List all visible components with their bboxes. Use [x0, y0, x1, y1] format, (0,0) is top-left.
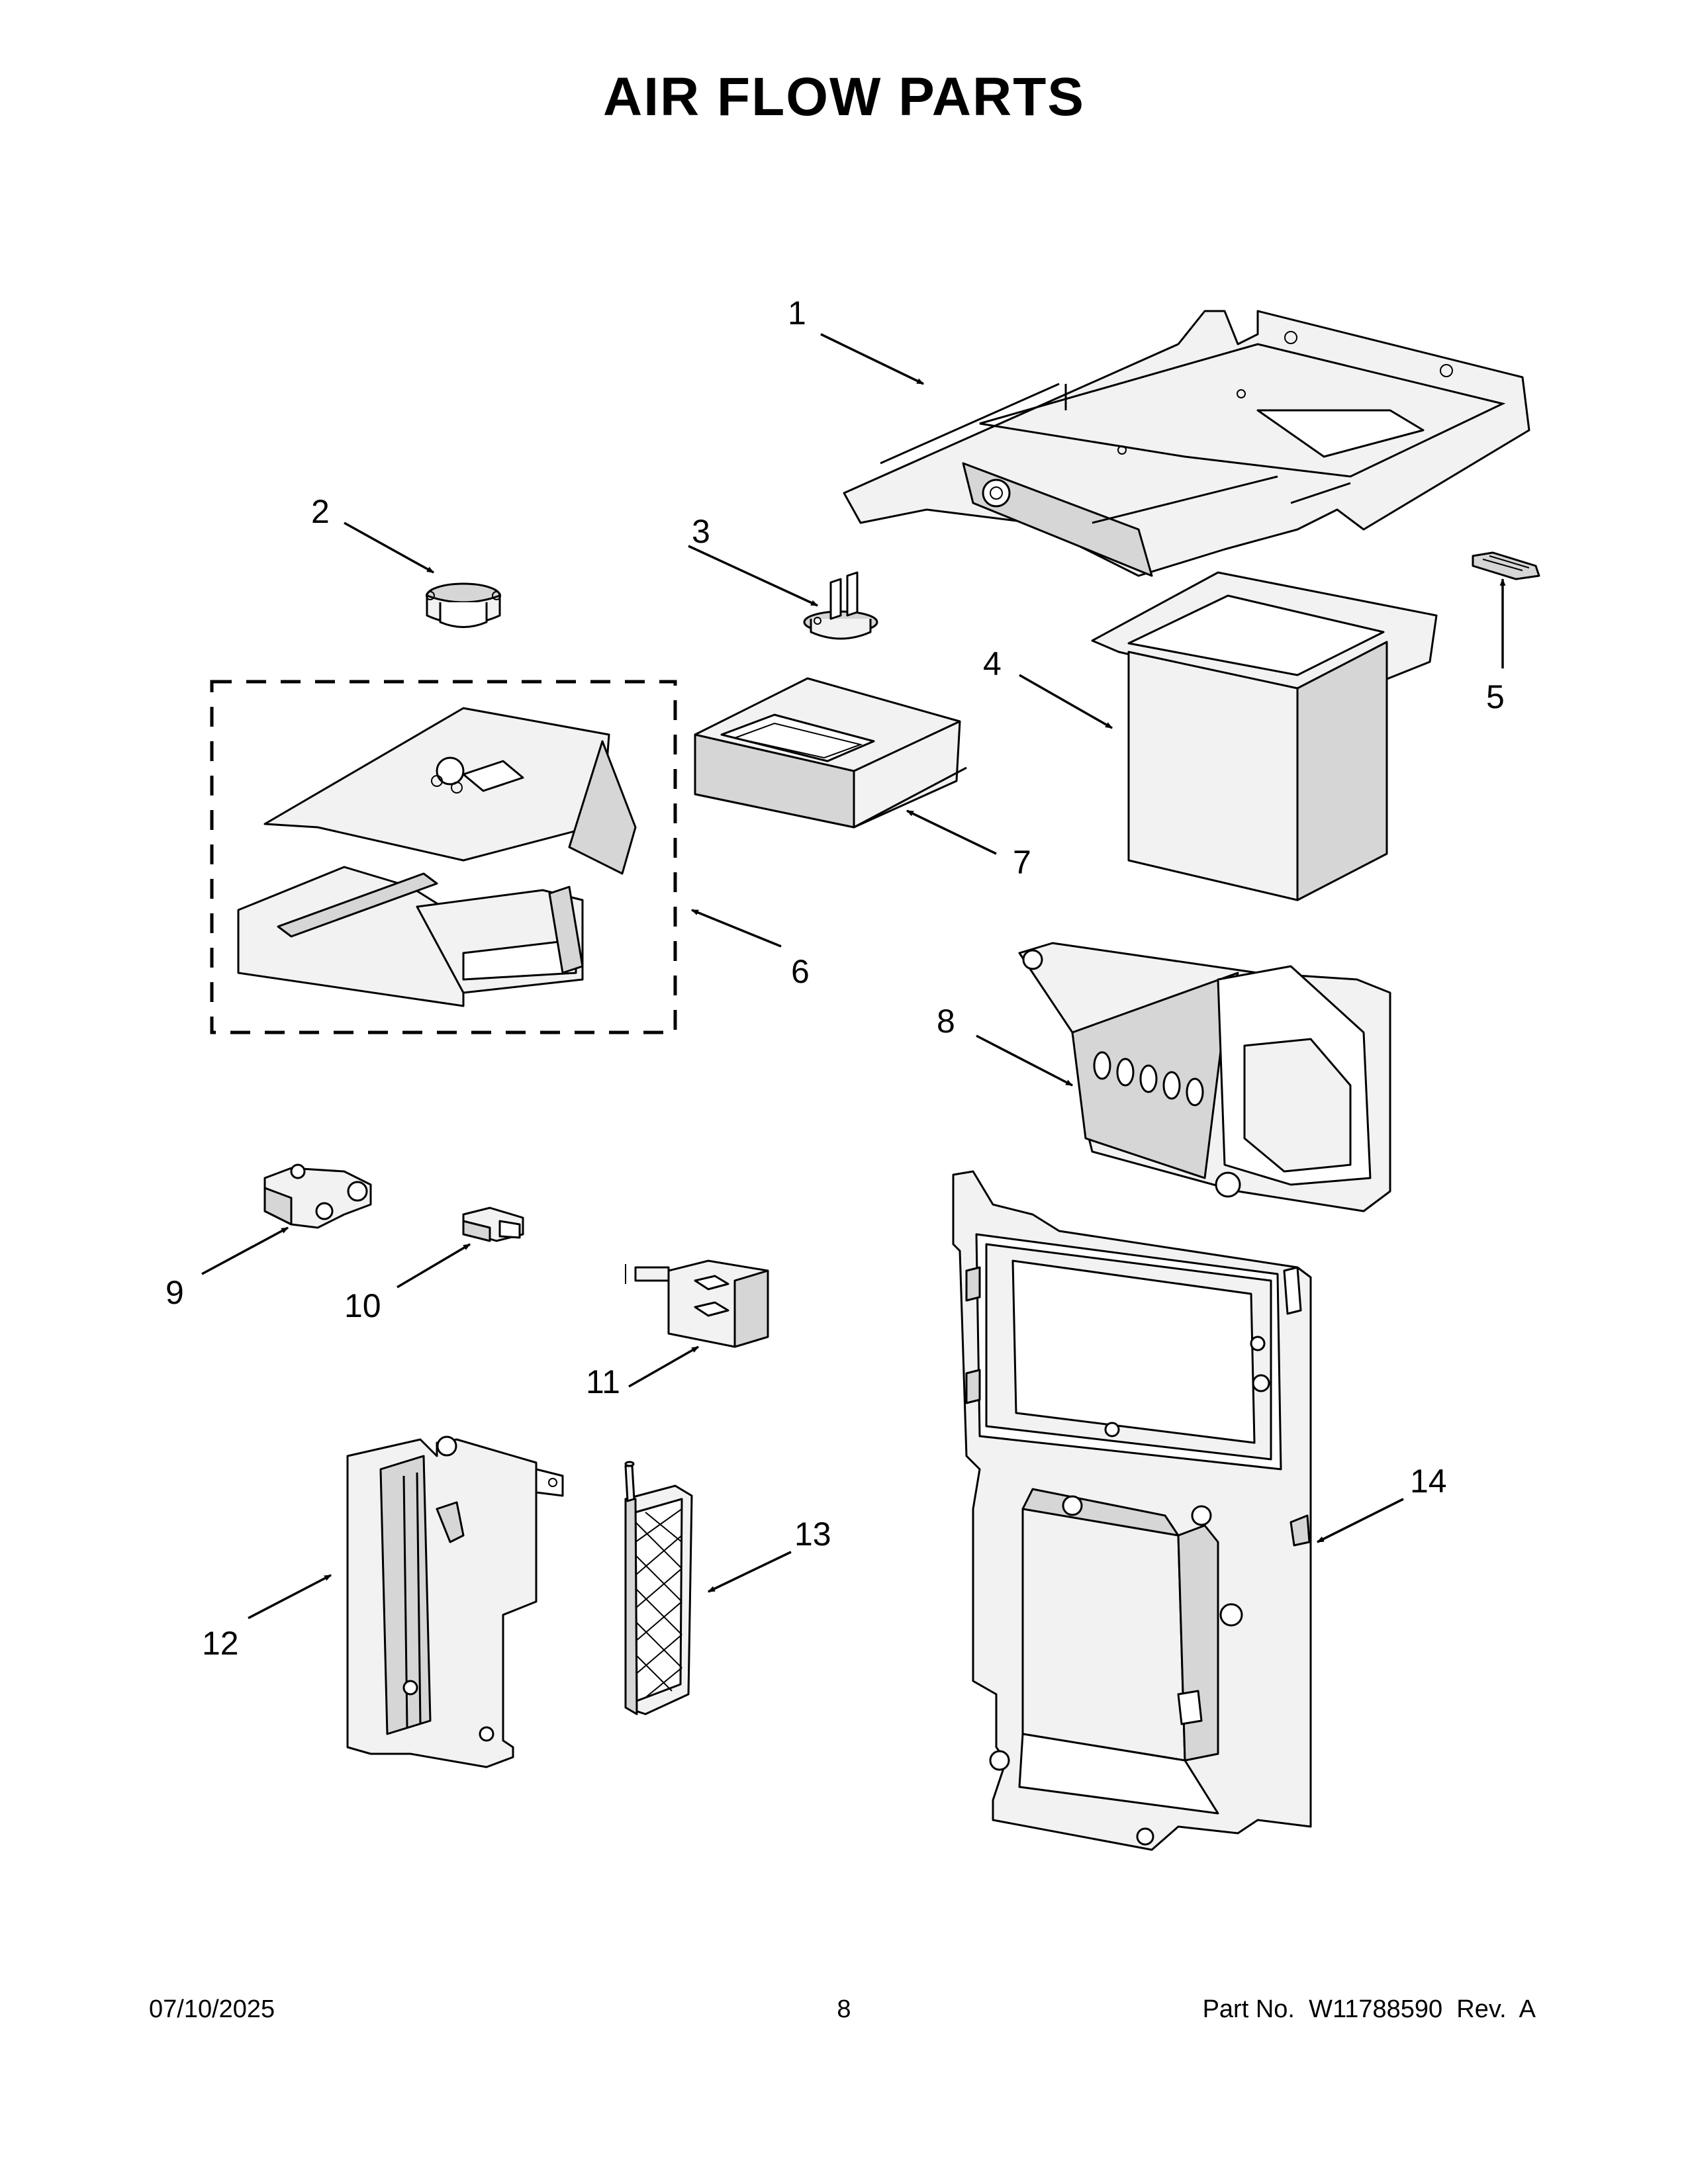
part-13-grille [624, 1461, 693, 1715]
part-11-damper-motor [625, 1259, 769, 1348]
callout-12: 12 [202, 1625, 239, 1662]
page-title: AIR FLOW PARTS [603, 67, 1085, 127]
callout-2: 2 [311, 493, 330, 530]
part-2-thermostat [426, 582, 501, 628]
part-5-clip [1472, 551, 1540, 580]
part-12-vertical-duct [346, 1435, 564, 1768]
callout-3: 3 [692, 513, 710, 550]
footer-date: 07/10/2025 [149, 1995, 275, 2023]
part-3-thermal-fuse [803, 571, 878, 640]
callout-5: 5 [1486, 678, 1505, 715]
callout-1: 1 [788, 295, 806, 332]
callout-9: 9 [165, 1274, 184, 1311]
part-10-switch [462, 1206, 524, 1242]
part-8-fan-shroud [1018, 942, 1391, 1212]
part-14-duct-panel [952, 1170, 1312, 1851]
part-1-fan-bracket [843, 310, 1530, 577]
part-9-hinge-bracket [263, 1163, 372, 1229]
part-4-duct [1091, 571, 1438, 901]
callout-13: 13 [794, 1516, 831, 1553]
callout-10: 10 [344, 1287, 381, 1324]
footer-part-number: Part No. W11788590 Rev. A [1202, 1995, 1536, 2023]
callout-8: 8 [937, 1003, 955, 1040]
callout-11: 11 [586, 1363, 620, 1400]
callout-arrows [201, 333, 1506, 1619]
part-6-kit-assembly [210, 680, 677, 1034]
callout-4: 4 [983, 645, 1002, 682]
callout-6: 6 [791, 953, 810, 990]
part-7-cover [694, 677, 967, 829]
callout-7: 7 [1013, 844, 1031, 881]
footer-page-number: 8 [837, 1995, 851, 2023]
callout-14: 14 [1410, 1463, 1447, 1500]
